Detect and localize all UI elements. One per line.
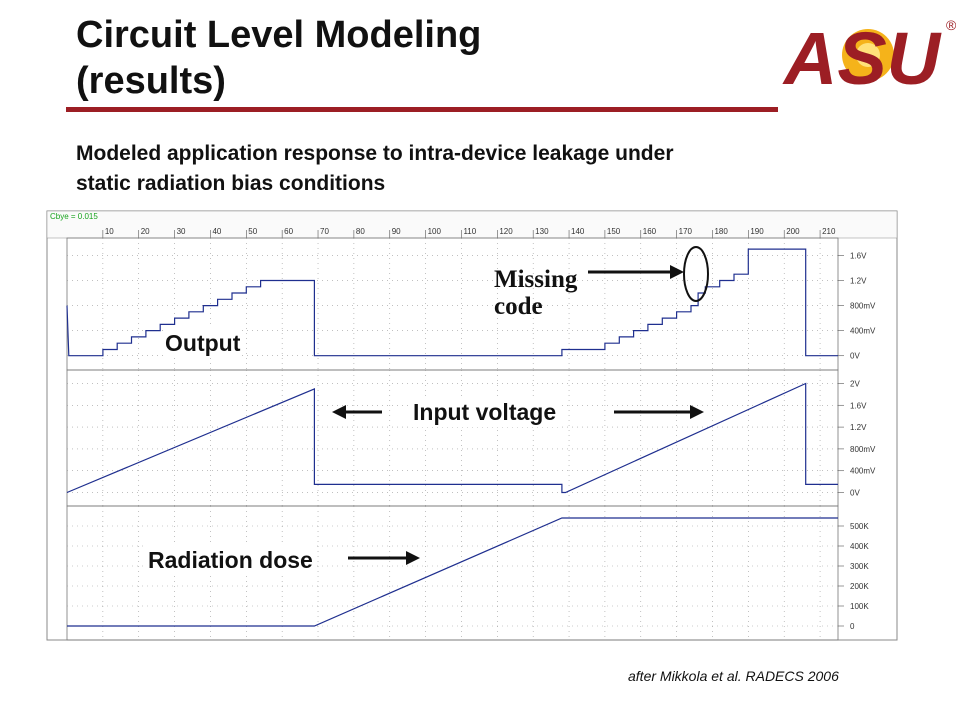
cursor-readout: Cbye = 0.015 [50, 212, 98, 221]
x-tick-label: 100 [428, 227, 442, 236]
panel-frame [66, 505, 839, 641]
series-line-1 [66, 382, 838, 494]
y-tick-label: 500K [850, 522, 869, 531]
y-tick-label: 400K [850, 542, 869, 551]
missing-code-arrowhead [670, 265, 684, 279]
x-tick-label: 50 [248, 227, 257, 236]
missing-code-line-1: Missing [494, 266, 578, 293]
series-line-2 [67, 517, 838, 627]
y-tick-label: 200K [850, 582, 869, 591]
x-tick-label: 90 [392, 227, 401, 236]
x-tick-label: 180 [714, 227, 728, 236]
input-voltage-label: Input voltage [411, 397, 559, 427]
y-tick-label: 0V [850, 489, 860, 498]
subtitle-line-2: static radiation bias conditions [76, 172, 386, 195]
x-tick-label: 120 [499, 227, 513, 236]
y-tick-label: 400mV [850, 467, 876, 476]
annotation-arrows [332, 246, 709, 565]
slide-subtitle: Modeled application response to intra-de… [76, 139, 876, 199]
y-tick-label: 800mV [850, 445, 876, 454]
x-tick-label: 190 [750, 227, 764, 236]
asu-logo: ASU ® [782, 17, 956, 100]
x-tick-label: 200 [786, 227, 800, 236]
slide-title: Circuit Level Modeling (results) [76, 12, 481, 104]
title-line-2: (results) [76, 60, 226, 102]
x-tick-label: 10 [105, 227, 114, 236]
y-tick-label: 2V [850, 379, 860, 388]
sun-rays-icon [842, 29, 894, 81]
y-tick-label: 800mV [850, 302, 876, 311]
panel-0: 1.6V 1.2V 800mV 400mV 0V [66, 237, 876, 371]
y-tick-label: 1.6V [850, 401, 867, 410]
y-tick-label: 400mV [850, 327, 876, 336]
x-tick-label: 30 [177, 227, 186, 236]
missing-code-label: Missing code [494, 266, 577, 320]
x-axis-ticks: 10 20 30 40 50 60 70 80 90 100 110 120 130 140 150 160 1… [102, 227, 836, 238]
x-tick-label: 40 [212, 227, 221, 236]
x-tick-label: 170 [679, 227, 693, 236]
x-tick-label: 210 [822, 227, 836, 236]
panel-2: 500K 400K 300K 200K 100K 0 [66, 505, 869, 641]
chart-panels: 1.6V 1.2V 800mV 400mV 0V 2V 1.6V 1.2V 800mV 400mV… [66, 237, 876, 641]
y-tick-label: 1.2V [850, 423, 867, 432]
x-tick-label: 80 [356, 227, 365, 236]
x-tick-label: 110 [463, 227, 476, 236]
x-tick-label: 70 [320, 227, 329, 236]
x-tick-label: 150 [607, 227, 621, 236]
subtitle-line-1: Modeled application response to intra-de… [76, 142, 674, 165]
output-label: Output [163, 328, 243, 358]
missing-code-ellipse [683, 246, 709, 302]
y-tick-label: 100K [850, 602, 869, 611]
y-tick-label: 0 [850, 622, 855, 631]
title-line-1: Circuit Level Modeling [76, 14, 482, 56]
x-tick-label: 140 [571, 227, 585, 236]
x-tick-label: 160 [643, 227, 657, 236]
dose-arrowhead [406, 551, 420, 565]
y-tick-label: 1.6V [850, 251, 867, 260]
radiation-dose-label: Radiation dose [146, 545, 315, 575]
logo-text: ASU [782, 17, 942, 100]
citation: after Mikkola et al. RADECS 2006 [628, 668, 839, 684]
input-left-arrowhead [332, 405, 346, 419]
x-tick-label: 130 [535, 227, 549, 236]
title-underline [66, 107, 778, 112]
y-tick-label: 300K [850, 562, 869, 571]
y-tick-label: 0V [850, 352, 860, 361]
x-tick-label: 60 [284, 227, 293, 236]
x-tick-label: 20 [141, 227, 150, 236]
logo-registered: ® [946, 17, 956, 33]
input-right-arrowhead [690, 405, 704, 419]
y-tick-label: 1.2V [850, 276, 867, 285]
chart-header-bar [46, 210, 898, 239]
missing-code-line-2: code [494, 293, 543, 320]
